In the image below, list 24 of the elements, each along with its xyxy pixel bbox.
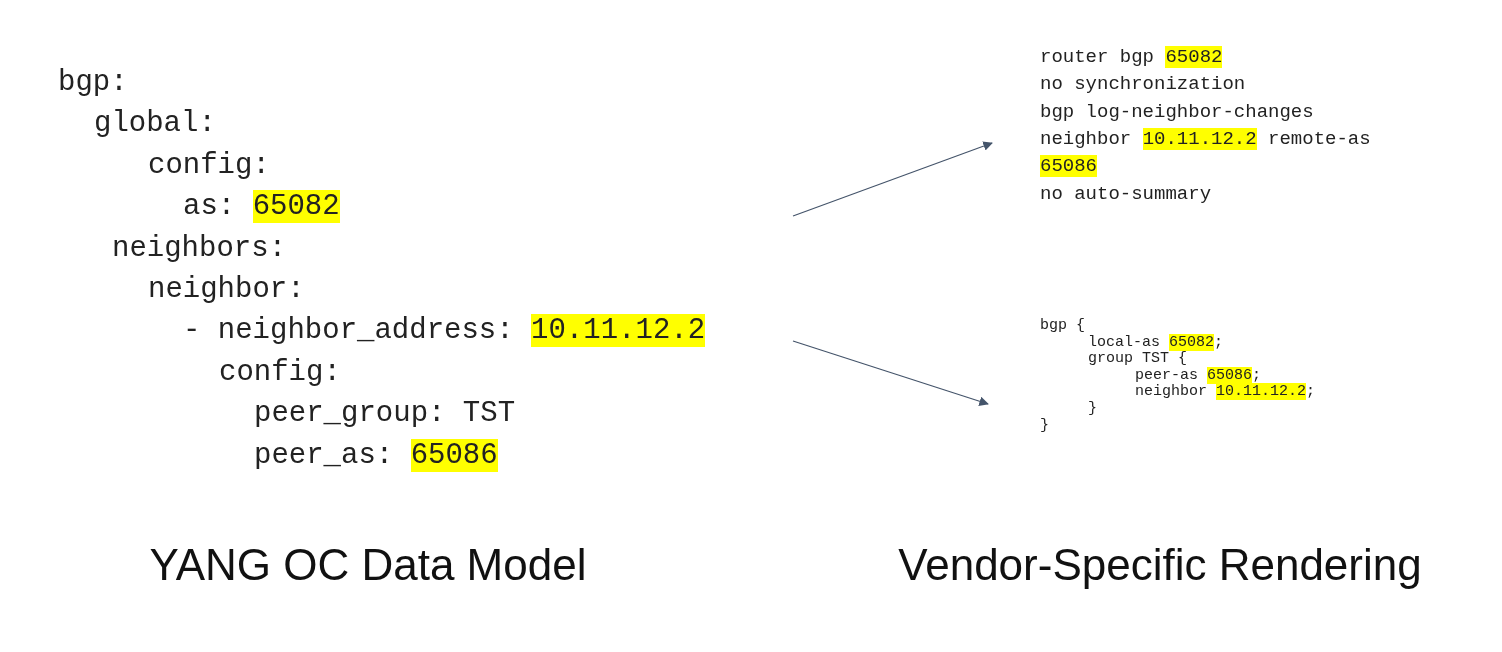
code-line: } — [1040, 417, 1049, 435]
code-line: router bgp 65082 — [1040, 45, 1224, 70]
code-line: peer-as 65086; — [1135, 367, 1262, 384]
code-line: neighbors: — [112, 230, 287, 267]
code-line: no synchronization — [1040, 72, 1247, 98]
code-line: bgp { — [1040, 318, 1085, 335]
code-line: no auto-summary — [1040, 181, 1213, 207]
code-line: } — [1088, 401, 1097, 418]
code-line: bgp log-neighbor-changes — [1040, 99, 1315, 125]
code-line: as: 65082 — [183, 189, 340, 226]
code-line: peer_group: TST — [254, 396, 516, 433]
code-line: bgp: — [58, 65, 128, 101]
code-line: config: — [148, 147, 270, 184]
arrow — [792, 340, 989, 406]
code-line: - neighbor_address: 10.11.12.2 — [183, 313, 706, 350]
code-line: peer_as: 65086 — [254, 437, 498, 474]
code-line: neighbor: — [148, 272, 305, 308]
caption: YANG OC Data Model — [149, 540, 587, 590]
code-line: local-as 65082; — [1088, 334, 1224, 351]
caption: Vendor-Specific Rendering — [898, 540, 1422, 590]
code-line: global: — [94, 106, 216, 143]
code-line: group TST { — [1088, 351, 1188, 368]
code-line: config: — [219, 354, 341, 391]
arrow — [792, 141, 993, 217]
